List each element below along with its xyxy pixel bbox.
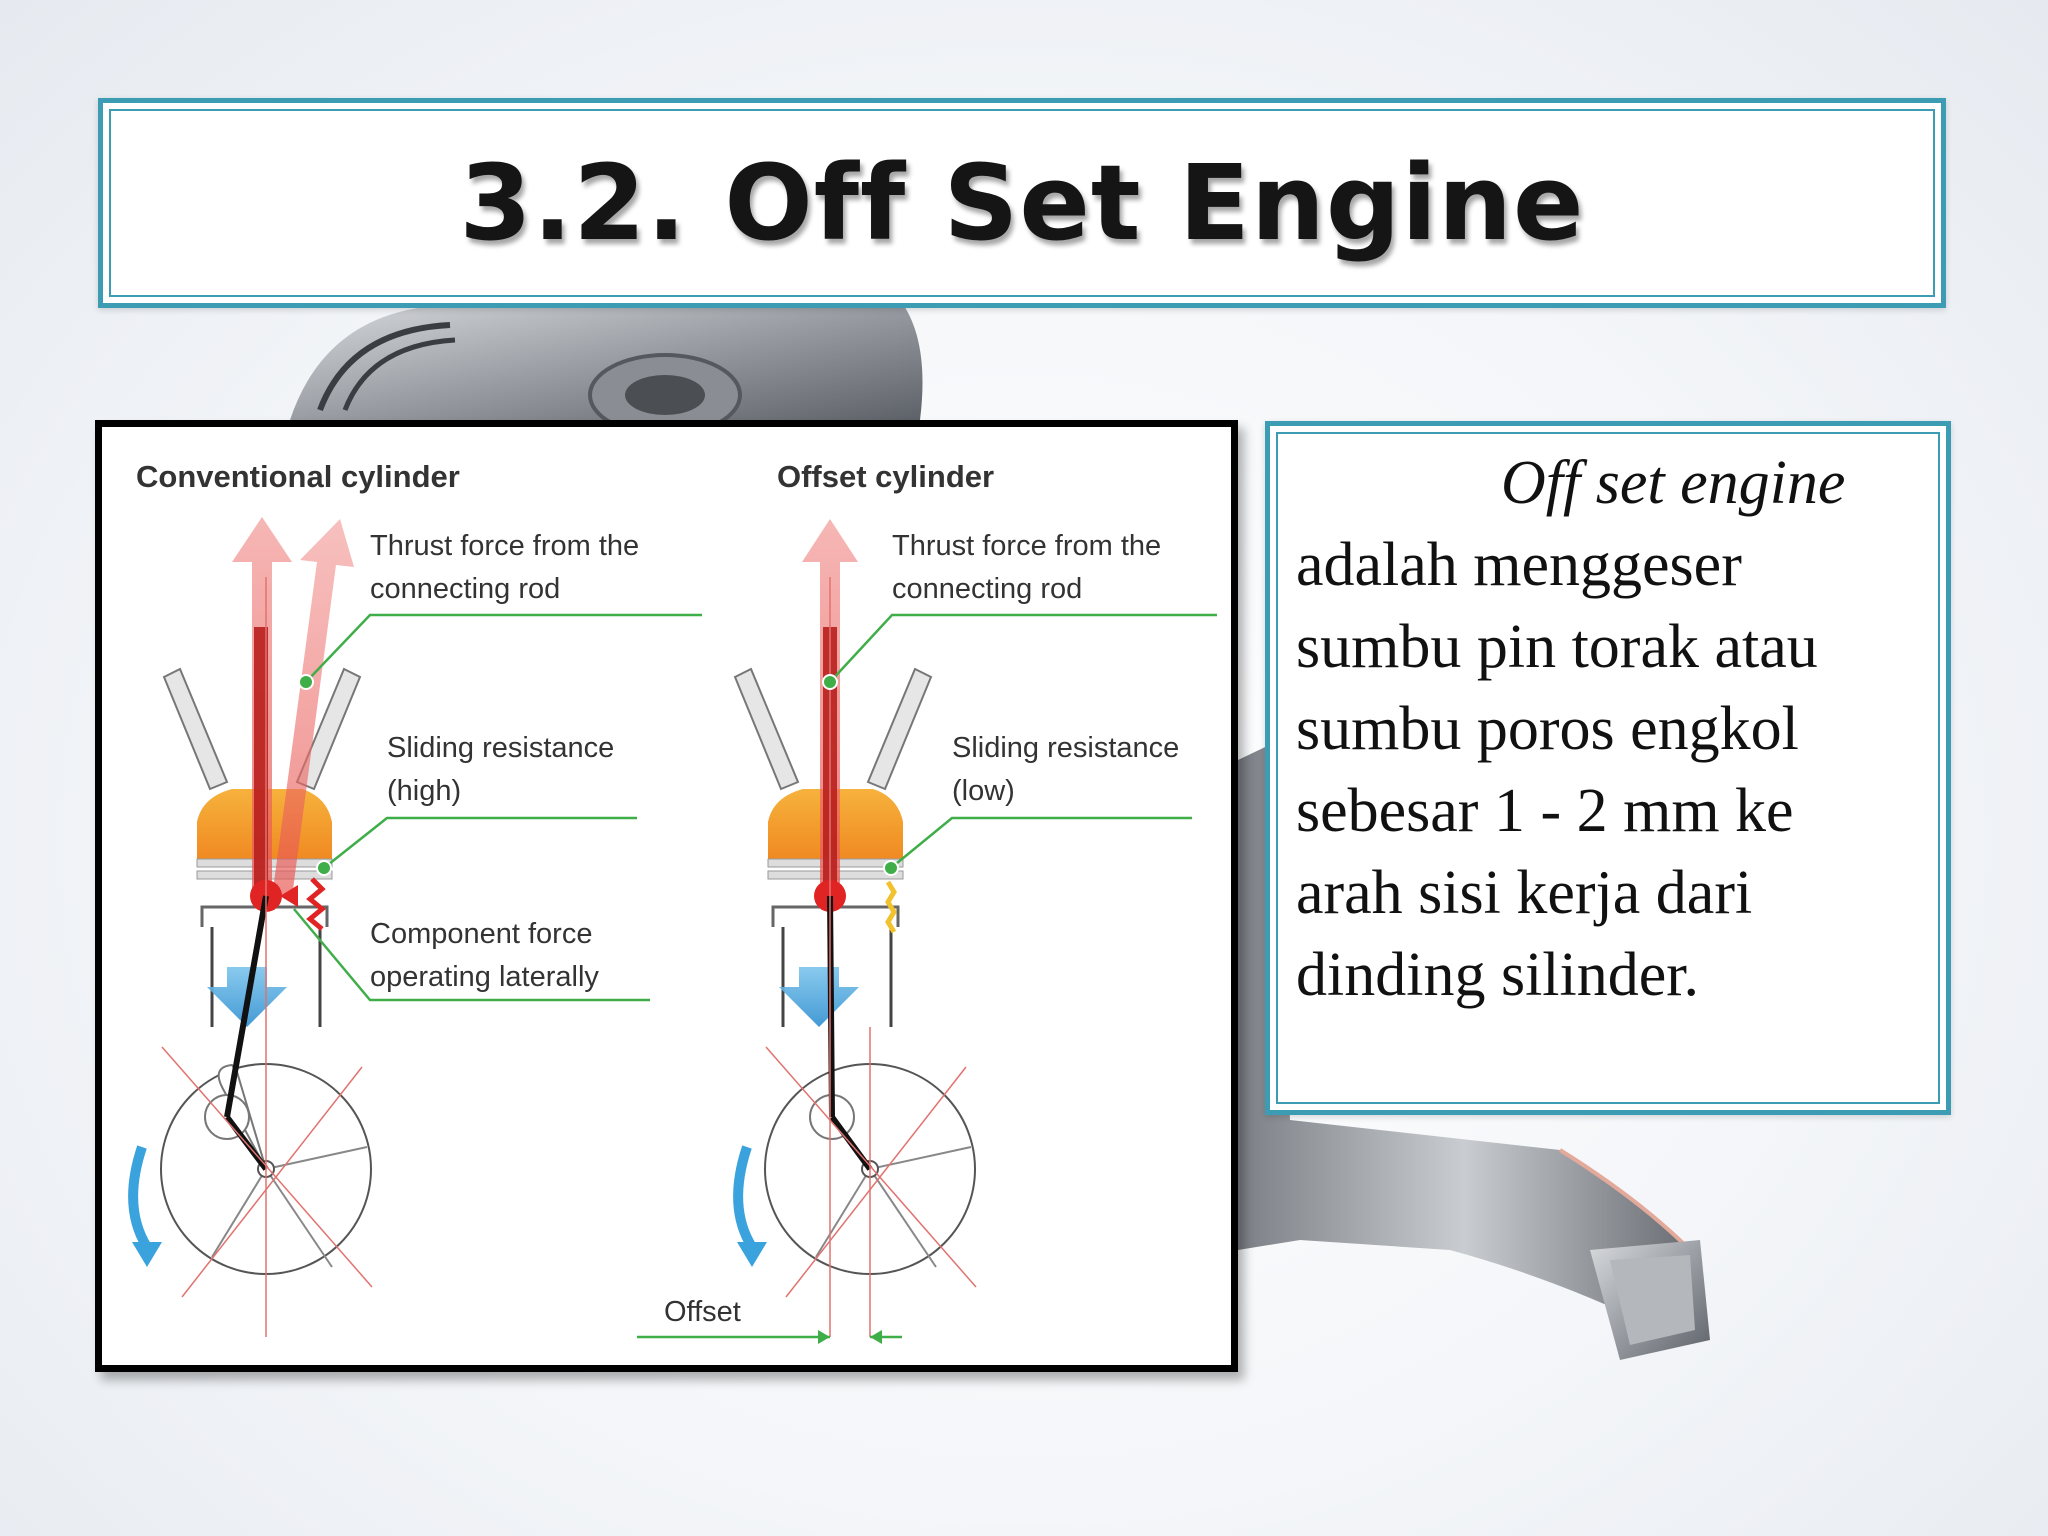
description-text: Off set engine adalah menggeser sumbu pi…: [1296, 442, 1936, 1016]
conventional-component-label-1: Component force: [370, 918, 592, 950]
conventional-thrust-label-2: connecting rod: [370, 573, 560, 605]
description-line: dinding silinder.: [1296, 941, 1699, 1009]
intake-valve-icon: [162, 667, 229, 791]
offset-thrust-label-2: connecting rod: [892, 573, 1082, 605]
conventional-component-label-2: operating laterally: [370, 961, 599, 993]
offset-sliding-label-1: Sliding resistance: [952, 732, 1179, 764]
description-line: adalah menggeser: [1296, 531, 1742, 599]
slide-title: 3.2. Off Set Engine: [459, 142, 1585, 264]
offset-heading: Offset cylinder: [777, 459, 994, 494]
conventional-sliding-label-1: Sliding resistance: [387, 732, 614, 764]
conventional-heading: Conventional cylinder: [136, 459, 460, 494]
description-lead: Off set engine: [1501, 449, 1846, 517]
description-line: arah sisi kerja dari: [1296, 859, 1753, 927]
offset-sliding-label-2: (low): [952, 775, 1015, 807]
conventional-thrust-label-1: Thrust force from the: [370, 530, 639, 562]
description-line: sumbu pin torak atau: [1296, 613, 1818, 681]
description-line: sebesar 1 - 2 mm ke: [1296, 777, 1794, 845]
rotation-arrow-icon: [128, 1145, 152, 1250]
description-line: sumbu poros engkol: [1296, 695, 1799, 763]
title-banner: 3.2. Off Set Engine: [98, 98, 1946, 308]
exhaust-valve-icon: [295, 667, 362, 791]
offset-engine-diagram: Conventional cylinder: [95, 420, 1238, 1372]
description-box: Off set engine adalah menggeser sumbu pi…: [1265, 421, 1951, 1115]
offset-dimension-label: Offset: [664, 1296, 741, 1328]
conventional-sliding-label-2: (high): [387, 775, 461, 807]
offset-thrust-label-1: Thrust force from the: [892, 530, 1161, 562]
